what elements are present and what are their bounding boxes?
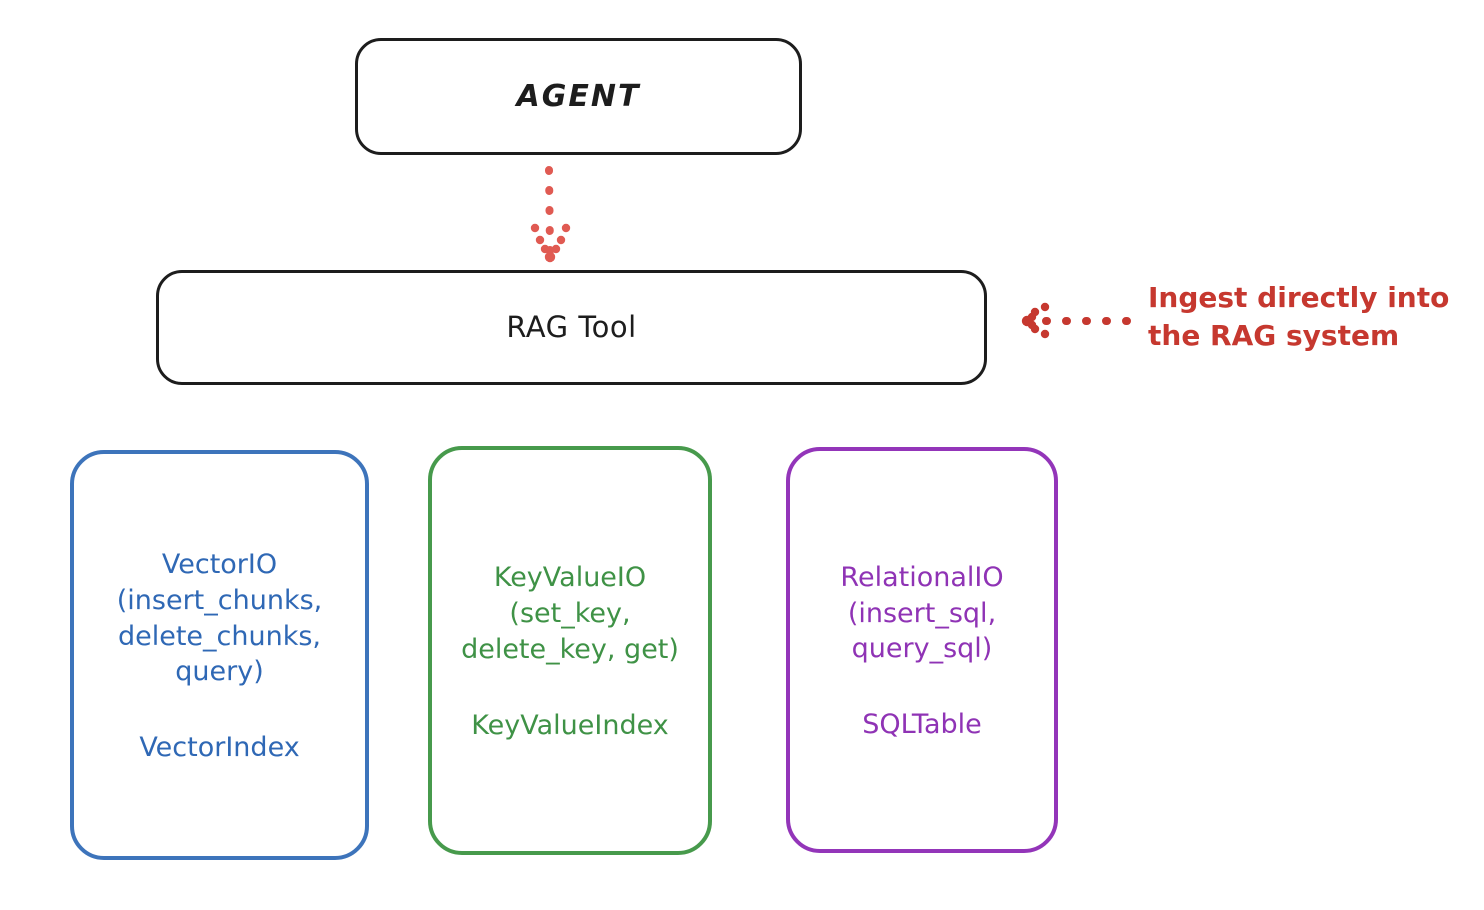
agent-to-rag-dotted-line bbox=[545, 166, 554, 256]
rag-tool-node[interactable]: RAG Tool bbox=[156, 270, 987, 385]
keyvalue-io-node[interactable]: KeyValueIO (set_key, delete_key, get) Ke… bbox=[428, 446, 712, 855]
vector-io-node[interactable]: VectorIO (insert_chunks, delete_chunks, … bbox=[70, 450, 369, 860]
ingest-arrow-connector bbox=[1021, 302, 1137, 339]
agent-node[interactable]: AGENT bbox=[355, 38, 802, 155]
relational-io-node[interactable]: RelationalIO (insert_sql, query_sql) SQL… bbox=[786, 447, 1058, 853]
vector-io-methods-label: VectorIO (insert_chunks, delete_chunks, … bbox=[116, 548, 323, 688]
sql-table-label: SQLTable bbox=[862, 709, 982, 741]
relational-io-methods-label: RelationalIO (insert_sql, query_sql) bbox=[840, 561, 1004, 665]
rag-tool-node-label: RAG Tool bbox=[506, 310, 637, 345]
ingest-annotation-text: Ingest directly into the RAG system bbox=[1148, 281, 1450, 353]
agent-node-label: AGENT bbox=[516, 78, 641, 114]
keyvalue-io-methods-label: KeyValueIO (set_key, delete_key, get) bbox=[461, 562, 679, 665]
keyvalue-index-label: KeyValueIndex bbox=[471, 709, 669, 741]
agent-to-rag-connector bbox=[530, 166, 571, 263]
vector-index-label: VectorIndex bbox=[139, 732, 300, 764]
